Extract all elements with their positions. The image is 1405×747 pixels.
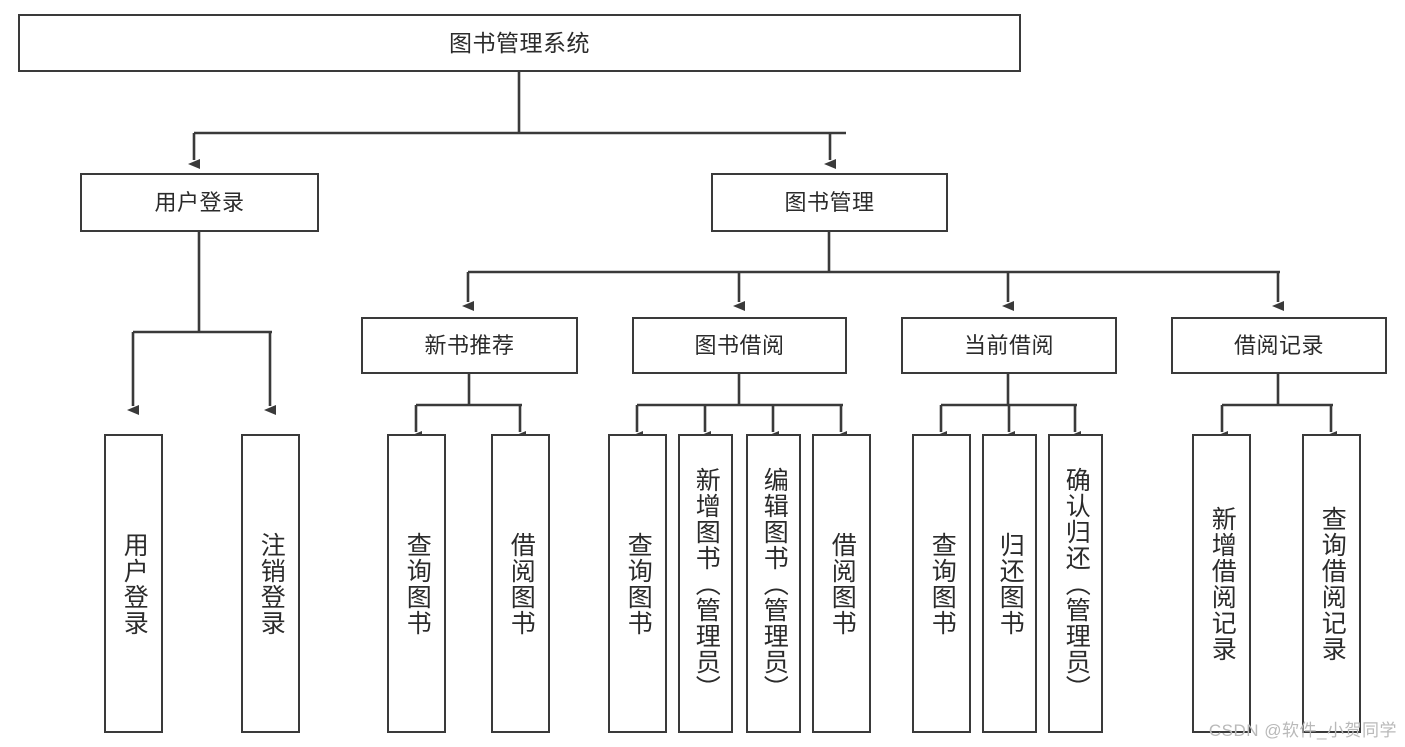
node-leaf-current-return-label: 归还图书 [996,531,1025,636]
node-leaf-logout[interactable]: 注销登录 [241,434,300,733]
node-leaf-borrow-borrow[interactable]: 借阅图书 [812,434,871,733]
node-leaf-record-add-label: 新增借阅记录 [1208,505,1237,662]
node-leaf-current-query-label: 查询图书 [928,531,957,636]
node-user-login-label: 用户登录 [154,189,245,215]
node-leaf-record-query[interactable]: 查询借阅记录 [1302,434,1361,733]
node-user-login[interactable]: 用户登录 [80,173,319,232]
node-new-book-recommend-label: 新书推荐 [424,332,515,358]
node-leaf-newbook-query[interactable]: 查询图书 [387,434,446,733]
node-leaf-current-confirm-label: 确认归还（管理员） [1062,466,1091,701]
node-root[interactable]: 图书管理系统 [18,14,1021,72]
node-current-borrow[interactable]: 当前借阅 [901,317,1117,374]
node-leaf-borrow-borrow-label: 借阅图书 [828,531,857,636]
node-leaf-user-login-label: 用户登录 [120,531,149,636]
node-leaf-logout-label: 注销登录 [257,531,286,636]
node-borrow-record-label: 借阅记录 [1233,332,1324,358]
node-leaf-current-query[interactable]: 查询图书 [912,434,971,733]
node-leaf-user-login[interactable]: 用户登录 [104,434,163,733]
node-leaf-record-query-label: 查询借阅记录 [1318,505,1347,662]
node-new-book-recommend[interactable]: 新书推荐 [361,317,578,374]
node-leaf-current-confirm[interactable]: 确认归还（管理员） [1048,434,1103,733]
node-current-borrow-label: 当前借阅 [963,332,1054,358]
node-leaf-borrow-add-label: 新增图书（管理员） [692,466,721,701]
node-root-label: 图书管理系统 [449,29,590,56]
node-leaf-newbook-query-label: 查询图书 [403,531,432,636]
node-book-borrow[interactable]: 图书借阅 [632,317,847,374]
node-leaf-newbook-borrow-label: 借阅图书 [507,531,536,636]
node-book-management[interactable]: 图书管理 [711,173,948,232]
node-book-management-label: 图书管理 [784,189,875,215]
node-leaf-current-return[interactable]: 归还图书 [982,434,1037,733]
node-leaf-borrow-query-label: 查询图书 [624,531,653,636]
node-leaf-borrow-edit-label: 编辑图书（管理员） [760,466,789,701]
node-book-borrow-label: 图书借阅 [694,332,785,358]
node-leaf-newbook-borrow[interactable]: 借阅图书 [491,434,550,733]
node-borrow-record[interactable]: 借阅记录 [1171,317,1387,374]
node-leaf-record-add[interactable]: 新增借阅记录 [1192,434,1251,733]
node-leaf-borrow-query[interactable]: 查询图书 [608,434,667,733]
node-leaf-borrow-add[interactable]: 新增图书（管理员） [678,434,733,733]
node-leaf-borrow-edit[interactable]: 编辑图书（管理员） [746,434,801,733]
